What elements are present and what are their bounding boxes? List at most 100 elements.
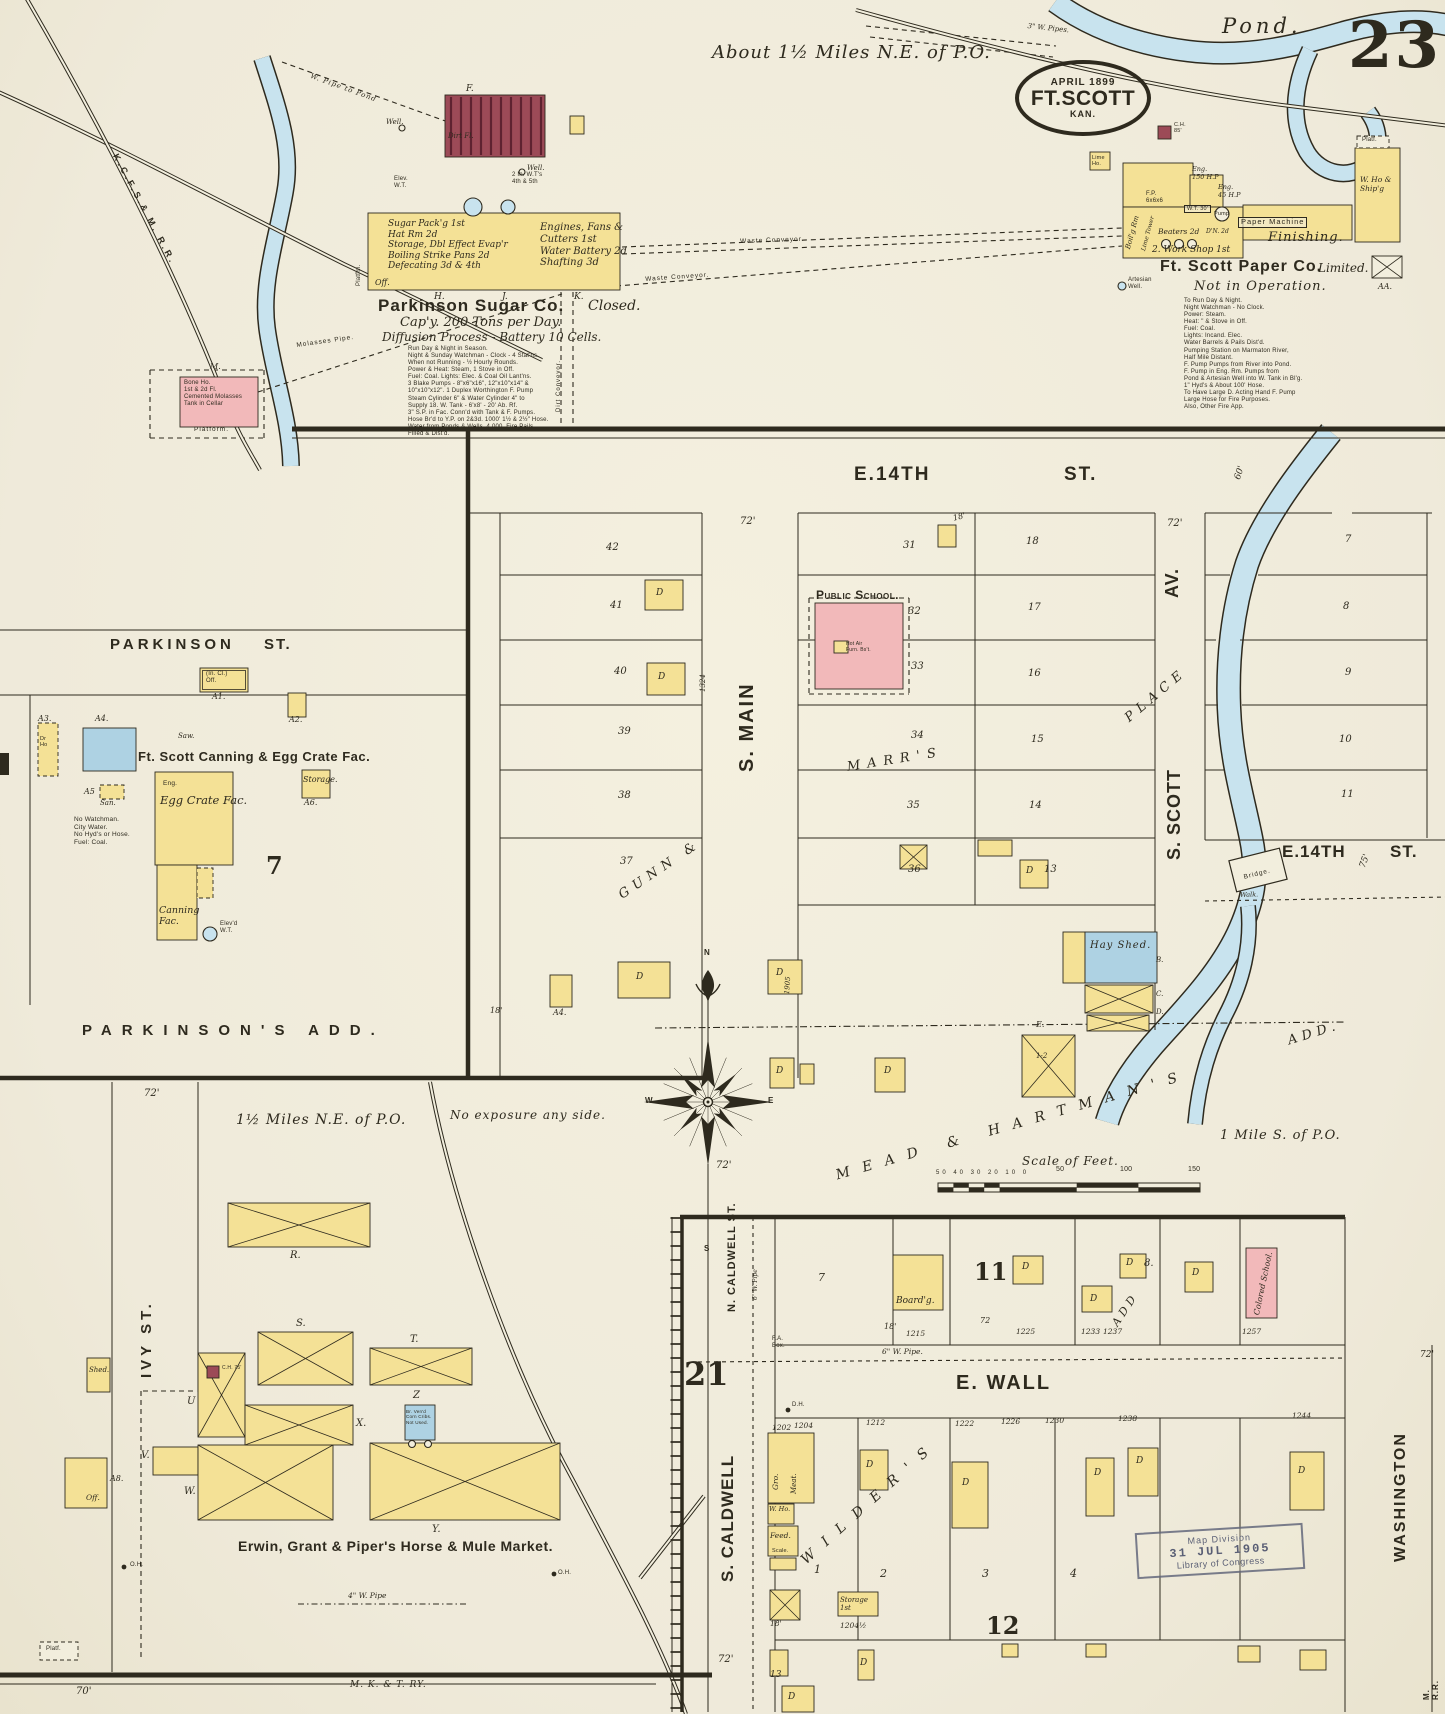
dim-72-b: 72' bbox=[1167, 518, 1183, 529]
building bbox=[1184, 1261, 1214, 1293]
gro: Gro. bbox=[771, 1473, 780, 1490]
dim-18-d: 18' bbox=[770, 1619, 782, 1628]
s-caldwell: S. CALDWELL bbox=[718, 1454, 737, 1582]
building bbox=[951, 1461, 989, 1529]
sheet-number: 23 bbox=[1348, 8, 1442, 83]
building bbox=[1189, 174, 1224, 208]
building bbox=[1354, 147, 1401, 243]
s-main: S. MAIN bbox=[736, 682, 758, 772]
building bbox=[64, 1457, 108, 1509]
beaters: Beaters 2d bbox=[1158, 227, 1200, 236]
pipe-6w-a: 6" W. Pipe bbox=[752, 1269, 759, 1300]
dwelling-3: D bbox=[776, 968, 784, 978]
sugar-closed: Closed. bbox=[588, 298, 641, 314]
lot-1: 1 bbox=[814, 1563, 821, 1576]
egg-crate: Egg Crate Fac. bbox=[160, 793, 248, 807]
building bbox=[781, 1685, 815, 1713]
dim-72-f: 72' bbox=[718, 1654, 734, 1665]
pump: Pump bbox=[1214, 211, 1230, 217]
building bbox=[769, 1557, 797, 1571]
dwelling-10: D bbox=[1136, 1456, 1144, 1466]
dwelling-0: D bbox=[656, 588, 664, 598]
building bbox=[1122, 162, 1194, 208]
platf-ship: Platf. bbox=[1362, 137, 1377, 143]
building bbox=[1081, 1285, 1113, 1313]
building bbox=[179, 376, 259, 428]
building bbox=[937, 524, 957, 548]
building bbox=[301, 769, 331, 799]
compass-s: S bbox=[704, 1244, 710, 1253]
mile-s: 1 Mile S. of P.O. bbox=[1220, 1128, 1341, 1143]
storage-b: Storage 1st bbox=[840, 1596, 868, 1613]
building bbox=[1299, 1649, 1327, 1671]
hs-c: C. bbox=[1156, 990, 1164, 998]
e-wall: E. WALL bbox=[956, 1372, 1052, 1394]
building bbox=[1085, 1457, 1115, 1517]
block-7: 7 bbox=[266, 851, 283, 880]
eng-sm: Eng. bbox=[163, 780, 178, 787]
sugar-diff: Diffusion Process - Battery 10 Cells. bbox=[382, 330, 602, 344]
corn-cribs: Br. Ven'd Corn Cribs. Not Used. bbox=[406, 1409, 432, 1425]
wt-45: 2 In. W.T's 4th & 5th bbox=[512, 172, 543, 186]
dwelling-9: D bbox=[1094, 1468, 1102, 1478]
sugar-co: Parkinson Sugar Co. bbox=[378, 296, 565, 315]
lot-41: 41 bbox=[610, 600, 623, 611]
canning-co: Ft. Scott Canning & Egg Crate Fac. bbox=[138, 749, 371, 764]
a8-bldg: A8. bbox=[110, 1474, 124, 1483]
lot-r8: 8 bbox=[1343, 601, 1350, 612]
bldg-u: U bbox=[187, 1396, 196, 1407]
oh-a: O.H. bbox=[130, 1562, 144, 1568]
paper-limited: Limited. bbox=[1318, 261, 1369, 275]
dwelling-12: D bbox=[1022, 1262, 1030, 1272]
platf-lbl: Platf. bbox=[46, 1646, 61, 1652]
title-oval: April 1899 Ft.Scott Kan. bbox=[1015, 60, 1151, 136]
mkt-ry: M. K. & T. RY. bbox=[350, 1680, 427, 1690]
bldg-x: X. bbox=[356, 1418, 367, 1429]
dim-72-d: 72' bbox=[716, 1160, 732, 1171]
e14-st-e2: ST. bbox=[1390, 842, 1418, 861]
ch-85: C.H. 85' bbox=[1174, 122, 1186, 135]
num-1324: 1324 bbox=[699, 674, 707, 692]
canning-fac: Canning Fac. bbox=[159, 905, 200, 928]
dwelling-1: D bbox=[658, 672, 666, 682]
building bbox=[617, 961, 671, 999]
lot-2: 2 bbox=[880, 1567, 887, 1580]
bldg-s: S. bbox=[296, 1318, 306, 1329]
scale-100: 100 bbox=[1120, 1166, 1133, 1173]
dim-72-g: 72' bbox=[1420, 1350, 1434, 1360]
building bbox=[1062, 931, 1086, 984]
lot-16: 16 bbox=[1028, 668, 1041, 679]
building bbox=[1157, 125, 1172, 140]
building bbox=[1119, 1253, 1147, 1279]
dwelling-8: D bbox=[962, 1478, 970, 1488]
public-school: Public School. bbox=[816, 588, 900, 602]
dwelling-17: D bbox=[860, 1658, 868, 1668]
building bbox=[39, 1641, 79, 1661]
compass-e: E bbox=[768, 1096, 774, 1105]
dim-18-b: 18' bbox=[490, 1006, 503, 1015]
a3-bldg: A3. bbox=[38, 714, 52, 723]
dirt-fl: Dirt Fl. bbox=[448, 132, 474, 140]
pond: Pond. bbox=[1222, 14, 1302, 38]
meat: Meat. bbox=[790, 1473, 798, 1494]
fa-box: F.A. Box. bbox=[772, 1336, 785, 1350]
pipe-6w-b: 6" W. Pipe. bbox=[882, 1347, 923, 1356]
n13: 13 bbox=[770, 1670, 782, 1680]
building bbox=[86, 1357, 111, 1393]
finishing: Finishing. bbox=[1268, 230, 1344, 245]
pipe-4w: 4" W. Pipe bbox=[348, 1591, 387, 1600]
ch-75: C.H. 75' bbox=[222, 1365, 242, 1371]
bldg-t: T. bbox=[410, 1334, 419, 1345]
about-po: About 1½ Miles N.E. of P.O. bbox=[712, 42, 991, 63]
building bbox=[644, 579, 684, 611]
elevd-wt: Elev'd W.T. bbox=[220, 921, 238, 935]
lot-42: 42 bbox=[606, 542, 619, 553]
hay-shed: Hay Shed. bbox=[1090, 940, 1152, 951]
lot-32: 32 bbox=[908, 606, 921, 617]
state-name: Kan. bbox=[1070, 109, 1096, 119]
n1212: 1212 bbox=[866, 1418, 886, 1427]
dwelling-16: D bbox=[788, 1692, 796, 1702]
building bbox=[367, 212, 621, 291]
bldg-y: Y. bbox=[432, 1524, 441, 1535]
building bbox=[859, 1449, 889, 1491]
